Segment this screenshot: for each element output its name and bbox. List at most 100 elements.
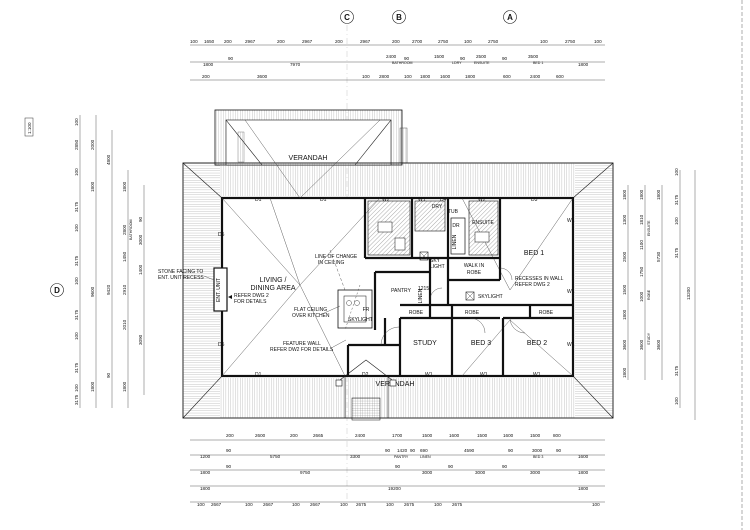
scale-stamp: 1:100	[24, 117, 34, 137]
grid-marker-b: B	[392, 10, 406, 24]
svg-text:2000: 2000	[90, 139, 95, 150]
svg-text:1800: 1800	[90, 181, 95, 192]
svg-text:3600: 3600	[622, 339, 627, 350]
flat-ceiling-note-2: OVER KITCHEN	[292, 313, 330, 319]
tub-label: TUB	[448, 209, 459, 215]
svg-text:600: 600	[503, 74, 511, 79]
svg-text:2667: 2667	[263, 502, 274, 507]
svg-text:2910: 2910	[122, 284, 127, 295]
laundry-tiles	[414, 200, 446, 232]
svg-text:100: 100	[592, 502, 600, 507]
front-verandah: VERANDAH	[335, 359, 414, 421]
svg-text:90: 90	[228, 56, 234, 61]
svg-text:3175: 3175	[674, 247, 679, 258]
svg-text:90: 90	[502, 464, 508, 469]
walk-in-label: WALK IN	[464, 263, 485, 269]
svg-text:100: 100	[245, 502, 253, 507]
grid-marker-a: A	[503, 10, 517, 24]
svg-text:W1: W1	[480, 372, 488, 378]
svg-text:2400: 2400	[386, 54, 397, 59]
pantry-label: PANTRY	[391, 288, 411, 294]
svg-text:1800: 1800	[622, 309, 627, 320]
svg-text:2750: 2750	[438, 39, 449, 44]
svg-text:200: 200	[224, 39, 232, 44]
svg-text:1800: 1800	[639, 189, 644, 200]
svg-text:1500: 1500	[477, 433, 488, 438]
svg-text:D5: D5	[218, 232, 225, 238]
svg-text:D4: D4	[440, 197, 447, 203]
walk-in-robe-label: ROBE	[467, 270, 482, 276]
ent-unit-box	[213, 267, 228, 312]
svg-text:BATHROOM: BATHROOM	[129, 219, 133, 240]
svg-text:7970: 7970	[290, 62, 301, 67]
svg-text:W2: W2	[382, 197, 390, 203]
recess-note-1: RECESSES IN WALL	[515, 276, 564, 282]
line-change-note-1: LINE OF CHANGE	[315, 254, 358, 260]
svg-text:1420: 1420	[397, 448, 408, 453]
svg-text:1800: 1800	[465, 74, 476, 79]
svg-text:1810: 1810	[639, 214, 644, 225]
svg-text:2400: 2400	[355, 433, 366, 438]
svg-text:90: 90	[502, 56, 508, 61]
svg-text:100: 100	[74, 332, 79, 340]
svg-text:1800: 1800	[420, 74, 431, 79]
svg-text:200: 200	[202, 74, 210, 79]
svg-text:3600: 3600	[656, 339, 661, 350]
svg-text:1400: 1400	[138, 264, 143, 275]
svg-text:D1: D1	[320, 197, 327, 203]
dims-bottom: 200 2600 200 2665 2400 1700 1500 1600 15…	[190, 433, 605, 507]
svg-text:2700: 2700	[412, 39, 423, 44]
svg-text:2850: 2850	[74, 139, 79, 150]
grid-label-a: A	[507, 13, 513, 22]
refer-note-2: FOR DETAILS	[234, 299, 267, 305]
svg-text:3090: 3090	[138, 334, 143, 345]
stone-note-1: STONE FACING TO	[158, 269, 203, 275]
svg-text:LINEN: LINEN	[420, 455, 431, 459]
svg-text:3600: 3600	[639, 339, 644, 350]
svg-text:2675: 2675	[452, 502, 463, 507]
svg-text:100: 100	[386, 502, 394, 507]
svg-text:90: 90	[138, 216, 143, 222]
svg-text:2675: 2675	[404, 502, 415, 507]
refer-note-1: REFER DWG 2	[234, 293, 269, 299]
svg-text:1800: 1800	[90, 381, 95, 392]
svg-text:1100: 1100	[639, 240, 644, 250]
svg-text:2800: 2800	[379, 74, 390, 79]
svg-text:1500: 1500	[530, 433, 541, 438]
svg-text:2667: 2667	[211, 502, 222, 507]
annotations: STONE FACING TO ENT. UNIT RECESS REFER D…	[158, 254, 564, 353]
svg-text:90: 90	[395, 464, 401, 469]
svg-text:1800: 1800	[203, 62, 214, 67]
svg-text:W1: W1	[418, 197, 426, 203]
svg-text:100: 100	[74, 277, 79, 285]
svg-text:3175: 3175	[674, 365, 679, 376]
svg-text:100: 100	[362, 74, 370, 79]
bed1-label: BED 1	[524, 250, 544, 257]
rear-verandah-roof: VERANDAH	[214, 109, 408, 166]
line-change-note-2: IN CEILING	[318, 260, 345, 266]
svg-text:2750: 2750	[565, 39, 576, 44]
window-door-tags: D1 D1 D1 W2 W1 D4 W2 D3 W1 W1 W1 D5 D5 D…	[218, 197, 575, 378]
svg-text:200: 200	[226, 433, 234, 438]
svg-text:90: 90	[410, 448, 416, 453]
svg-text:3000: 3000	[475, 470, 486, 475]
svg-text:100: 100	[434, 502, 442, 507]
right-skylight-label: SKYLIGHT	[478, 294, 503, 300]
svg-text:1800: 1800	[622, 367, 627, 378]
svg-text:D3: D3	[531, 197, 538, 203]
svg-text:1750: 1750	[639, 266, 644, 277]
kitchen-bench	[337, 289, 373, 329]
svg-text:90: 90	[448, 464, 454, 469]
svg-text:2400: 2400	[530, 74, 541, 79]
svg-text:3175: 3175	[674, 194, 679, 205]
svg-text:19200: 19200	[388, 486, 401, 491]
living-label: LIVING /	[260, 277, 287, 284]
svg-text:100: 100	[74, 384, 79, 392]
svg-text:90: 90	[460, 56, 466, 61]
svg-text:3000: 3000	[530, 470, 541, 475]
svg-text:100: 100	[190, 39, 198, 44]
ensuite-tiles	[468, 200, 499, 256]
room-labels: LIVING / DINING AREA STUDY BED 1 BED 2 B…	[250, 204, 553, 347]
svg-text:100: 100	[674, 168, 679, 176]
